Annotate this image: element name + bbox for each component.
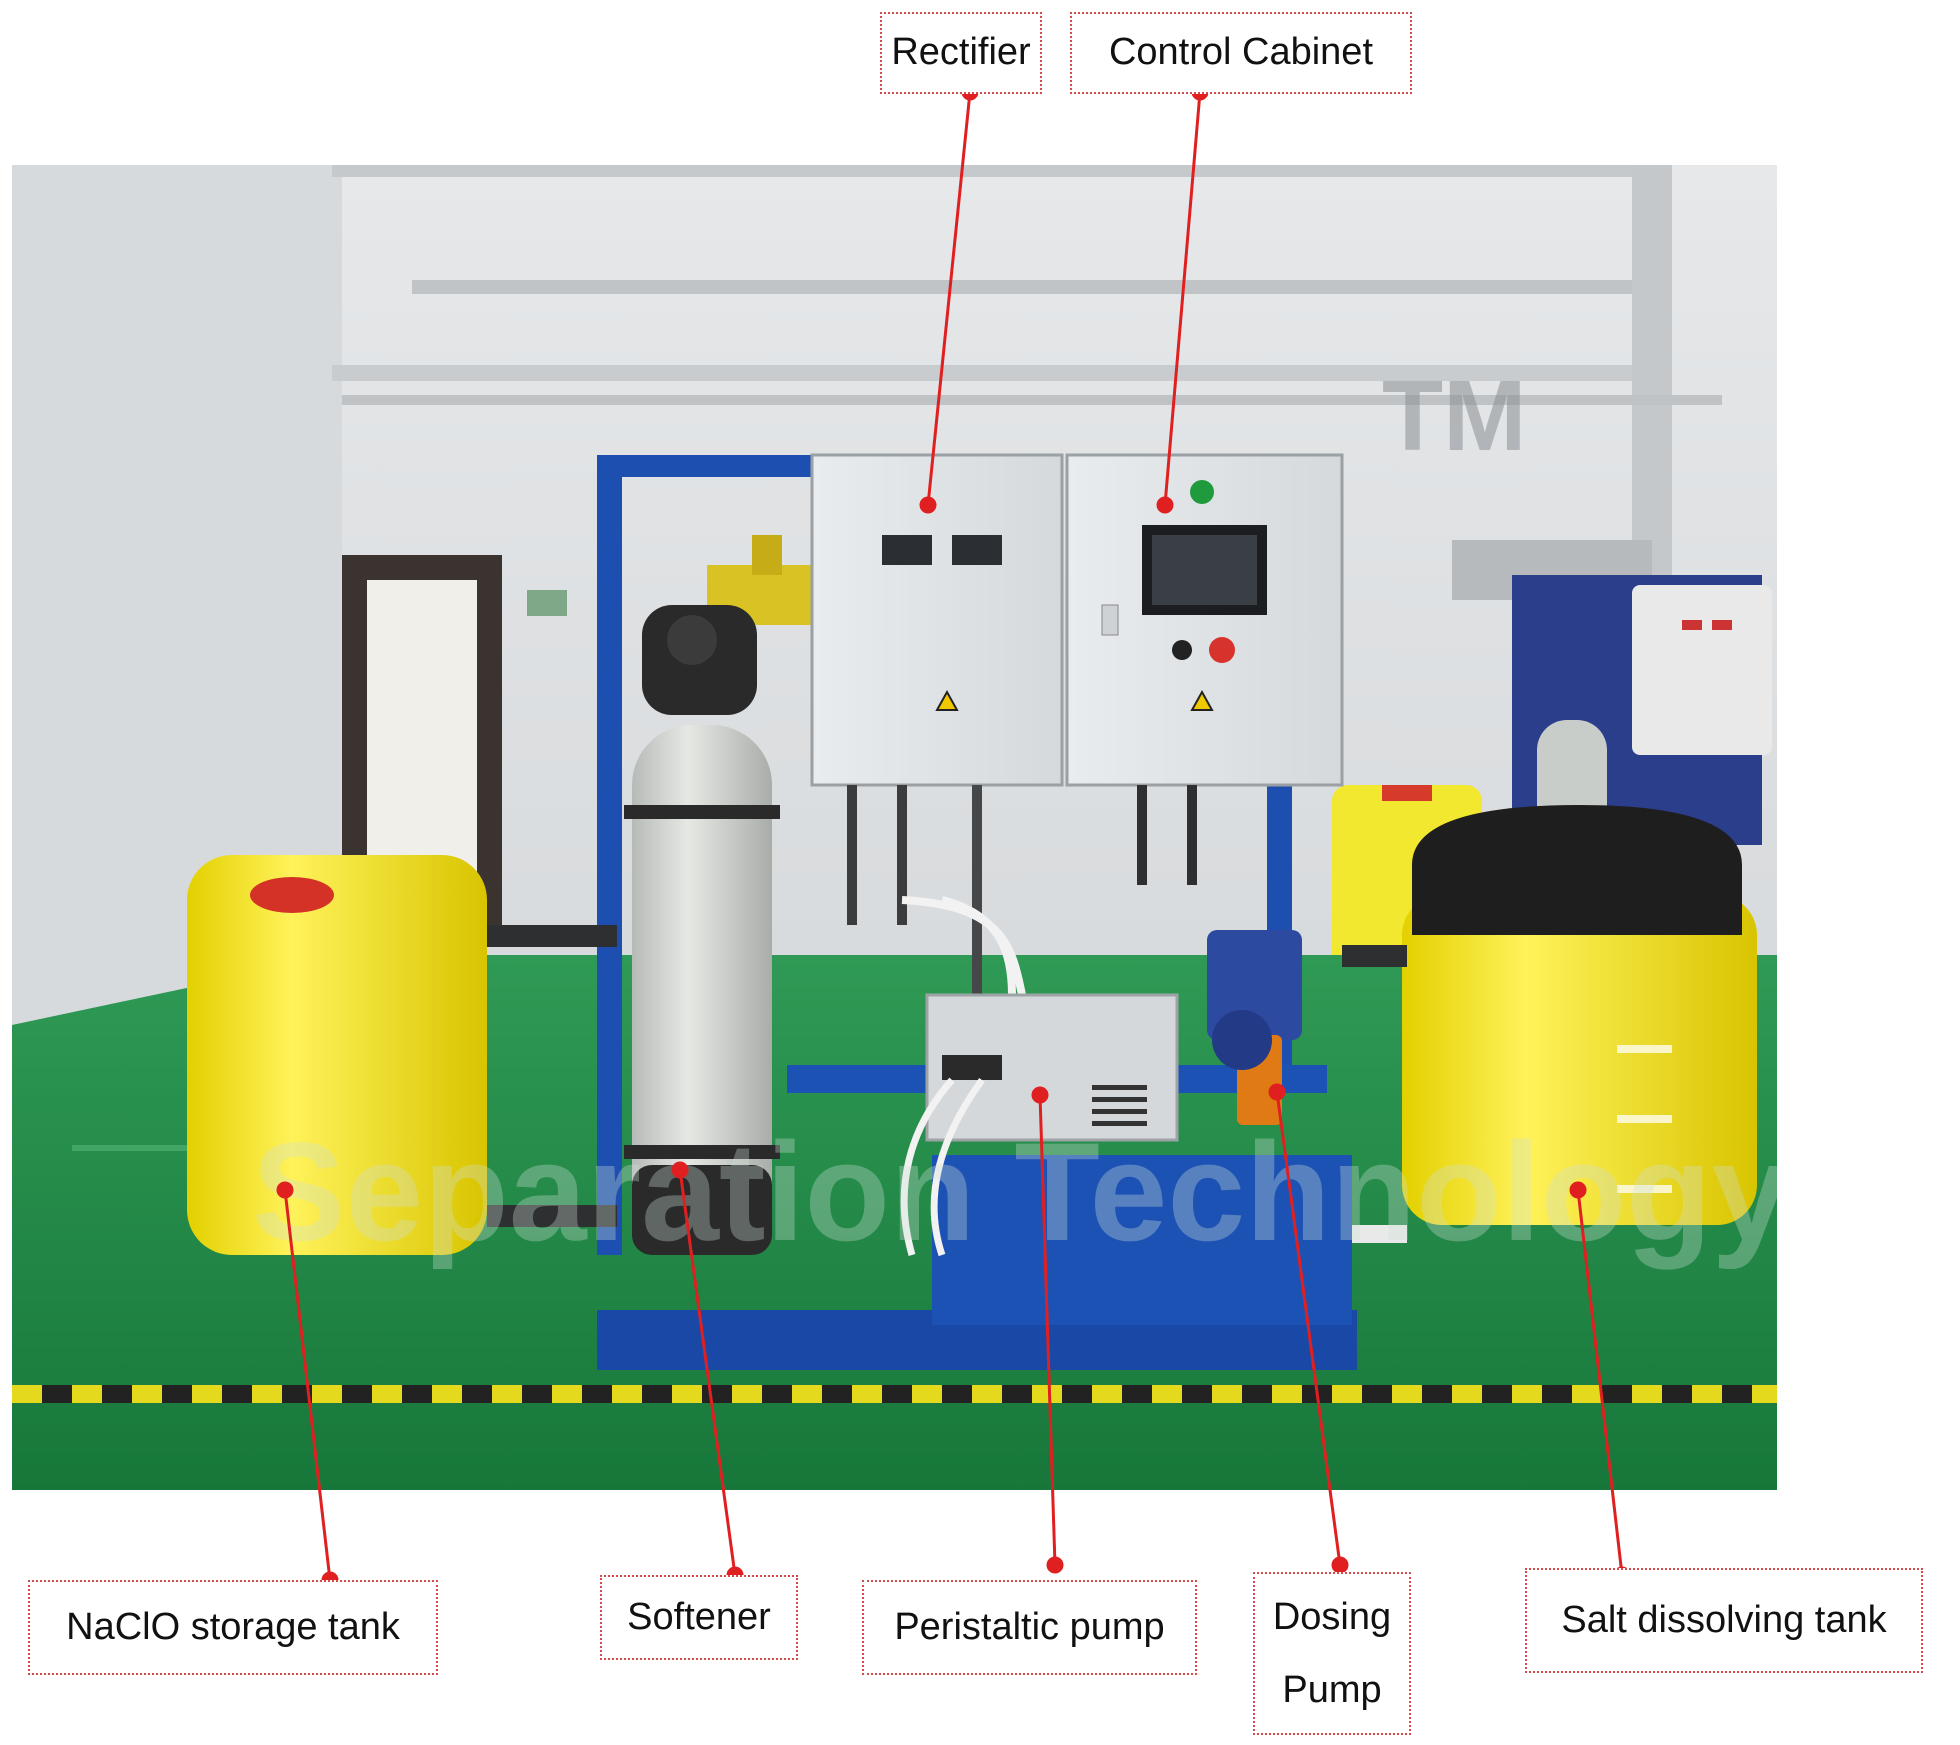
watermark-tm: TM bbox=[1382, 360, 1526, 472]
anchor-salt bbox=[1569, 1181, 1587, 1199]
label-salt-dissolving-tank: Salt dissolving tank bbox=[1525, 1568, 1923, 1673]
rectifier-cabinet bbox=[810, 453, 1064, 787]
anchor-peristaltic-bottom bbox=[1046, 1556, 1064, 1574]
label-control-cabinet-text: Control Cabinet bbox=[1108, 31, 1374, 74]
anchor-peristaltic bbox=[1031, 1086, 1049, 1104]
equipment-photo: TM Separation Technology bbox=[12, 165, 1777, 1490]
label-rectifier: Rectifier bbox=[880, 12, 1042, 94]
label-softener: Softener bbox=[600, 1575, 798, 1660]
leader-nacio-tank bbox=[283, 1189, 332, 1581]
nacio-tank-body bbox=[187, 855, 487, 1255]
leader-rectifier bbox=[926, 91, 972, 506]
label-rectifier-text: Rectifier bbox=[891, 31, 1031, 74]
leader-dosing-pump bbox=[1275, 1091, 1342, 1566]
leader-softener bbox=[678, 1169, 737, 1576]
label-peristaltic-text: Peristaltic pump bbox=[894, 1605, 1165, 1648]
anchor-softener bbox=[671, 1161, 689, 1179]
label-control-cabinet: Control Cabinet bbox=[1070, 12, 1412, 94]
leader-salt-tank bbox=[1576, 1189, 1624, 1576]
label-softener-text: Softener bbox=[627, 1595, 771, 1638]
label-dosing-line1: Dosing bbox=[1272, 1596, 1392, 1639]
label-nacio-storage-tank: NaClO storage tank bbox=[28, 1580, 438, 1675]
salt-tank-lid bbox=[1412, 805, 1742, 935]
salt-tank-body bbox=[1402, 895, 1757, 1225]
anchor-nacio bbox=[276, 1181, 294, 1199]
hazard-stripe bbox=[12, 1385, 1777, 1403]
label-dosing-pump: Dosing Pump bbox=[1253, 1572, 1411, 1735]
anchor-dosing bbox=[1268, 1083, 1286, 1101]
softener-tank bbox=[632, 725, 772, 1255]
anchor-dosing-bottom bbox=[1331, 1556, 1349, 1574]
label-nacio-text: NaClO storage tank bbox=[66, 1605, 400, 1648]
watermark-company: Separation Technology bbox=[252, 1113, 1777, 1270]
anchor-rectifier bbox=[919, 496, 937, 514]
anchor-control bbox=[1156, 496, 1174, 514]
leader-peristaltic-pump bbox=[1038, 1094, 1057, 1566]
label-dosing-line2: Pump bbox=[1282, 1668, 1382, 1711]
peristaltic-pump-box bbox=[925, 993, 1179, 1142]
label-peristaltic-pump: Peristaltic pump bbox=[862, 1580, 1197, 1675]
label-salt-text: Salt dissolving tank bbox=[1561, 1598, 1887, 1641]
leader-control-cabinet bbox=[1163, 91, 1202, 506]
